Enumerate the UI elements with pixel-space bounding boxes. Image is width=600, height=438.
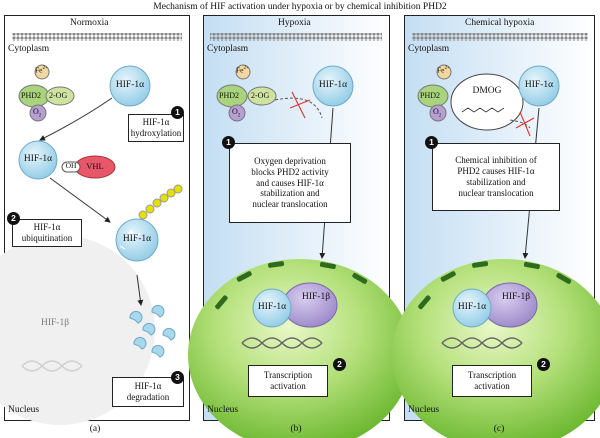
panel-b-cytoplasm: Cytoplasm: [207, 44, 249, 54]
hif1a-b2: [252, 288, 292, 328]
hif1a-ub: [115, 218, 159, 262]
panel-b-hif-dimer-a: HIF-1α: [257, 302, 287, 312]
fe-ion-c: [436, 64, 452, 80]
figure-title: Mechanism of HIF activation under hypoxi…: [153, 2, 447, 12]
nucleus-b: [188, 259, 412, 438]
panel-a-step2-num: 2: [7, 212, 20, 225]
panel-b-step1-box: Oxygen deprivation blocks PHD2 activity …: [229, 143, 351, 223]
panel-b-caption: (b): [290, 424, 302, 434]
panel-c-nucleus: Nucleus: [408, 405, 440, 415]
pores-c: [418, 261, 572, 310]
o2-a: [29, 104, 47, 122]
dna-a: [21, 360, 83, 372]
panel-b-step2-num: 2: [333, 358, 346, 371]
panel-c-o2: O2: [433, 107, 442, 119]
hif1a-c2: [452, 288, 492, 328]
fe-ion-b: [235, 64, 251, 80]
panel-b-hif-dimer-b: HIF-1β: [301, 292, 331, 302]
panel-c-heading: Chemical hypoxia: [465, 18, 535, 28]
fe-ion-a: [34, 64, 50, 80]
panel-a-oh: OH: [65, 161, 77, 170]
hif-fragments: [129, 304, 176, 358]
oh-group: [61, 161, 81, 173]
panel-c-step1-box: Chemical inhibition of PHD2 causes HIF-1…: [432, 143, 560, 211]
panel-b-fe: Fe2+: [236, 65, 249, 75]
hif1a-c1: [518, 65, 560, 107]
panel-a-hifb: HIF-1β: [40, 318, 70, 328]
nucleus-c: [392, 259, 600, 438]
panel-a-vhl: VHL: [86, 161, 104, 171]
panel-a-step3-num: 3: [171, 371, 184, 384]
panel-b-phd: PHD2: [219, 91, 240, 100]
panel-b-og: 2-OG: [251, 91, 270, 100]
panel-c-dmog: DMOG: [472, 86, 502, 96]
pores-b: [215, 261, 368, 310]
og-a: [45, 86, 75, 106]
membrane-b: [210, 33, 382, 41]
hif1a-b1: [312, 65, 354, 107]
panel-b-hif-top: HIF-1α: [318, 80, 348, 90]
membrane-c: [412, 33, 588, 41]
hif1a-a1: [109, 65, 151, 107]
membrane-a: [12, 33, 182, 41]
panel-c-phd: PHD2: [420, 91, 441, 100]
o2-c: [429, 104, 447, 122]
panel-a-og: 2-OG: [49, 91, 68, 100]
panel-a-caption: (a): [89, 424, 101, 434]
hif1a-a2: [18, 140, 58, 180]
panel-a-hif-mid: HIF-1α: [23, 154, 53, 164]
ubiquitin-chain: [138, 184, 183, 220]
panel-a-hif-top: HIF-1α: [115, 80, 145, 90]
panel-c-step2-num: 2: [537, 358, 550, 371]
panel-a-nucleus: Nucleus: [8, 405, 40, 415]
panel-a-hif-ub: HIF-1α: [122, 234, 152, 244]
panel-a-phd: PHD2: [21, 91, 42, 100]
o2-b: [228, 104, 246, 122]
panel-c-step1-num: 1: [425, 136, 438, 149]
panel-b-heading: Hypoxia: [278, 18, 311, 28]
panel-a-fe: Fe2+: [35, 65, 48, 75]
panel-a-step1-num: 1: [171, 106, 184, 119]
dna-c: [441, 337, 523, 349]
panel-a-o2: O2: [33, 107, 42, 119]
panel-a-heading: Normoxia: [70, 18, 109, 28]
dna-b: [241, 337, 323, 349]
dmog-bubble: [450, 73, 524, 131]
panel-b-nucleus: Nucleus: [207, 405, 239, 415]
panel-b-step1-num: 1: [222, 136, 235, 149]
panel-c-hif-top: HIF-1α: [524, 80, 554, 90]
og-b: [247, 86, 277, 106]
panel-c-caption: (c): [493, 424, 505, 434]
panel-c-cytoplasm: Cytoplasm: [408, 44, 450, 54]
panel-c-hif-dimer-a: HIF-1α: [457, 302, 487, 312]
panel-c-hif-dimer-b: HIF-1β: [501, 292, 531, 302]
panel-c-fe: Fe2+: [437, 65, 450, 75]
panel-a-cytoplasm: Cytoplasm: [8, 44, 50, 54]
panel-b-o2: O2: [232, 107, 241, 119]
